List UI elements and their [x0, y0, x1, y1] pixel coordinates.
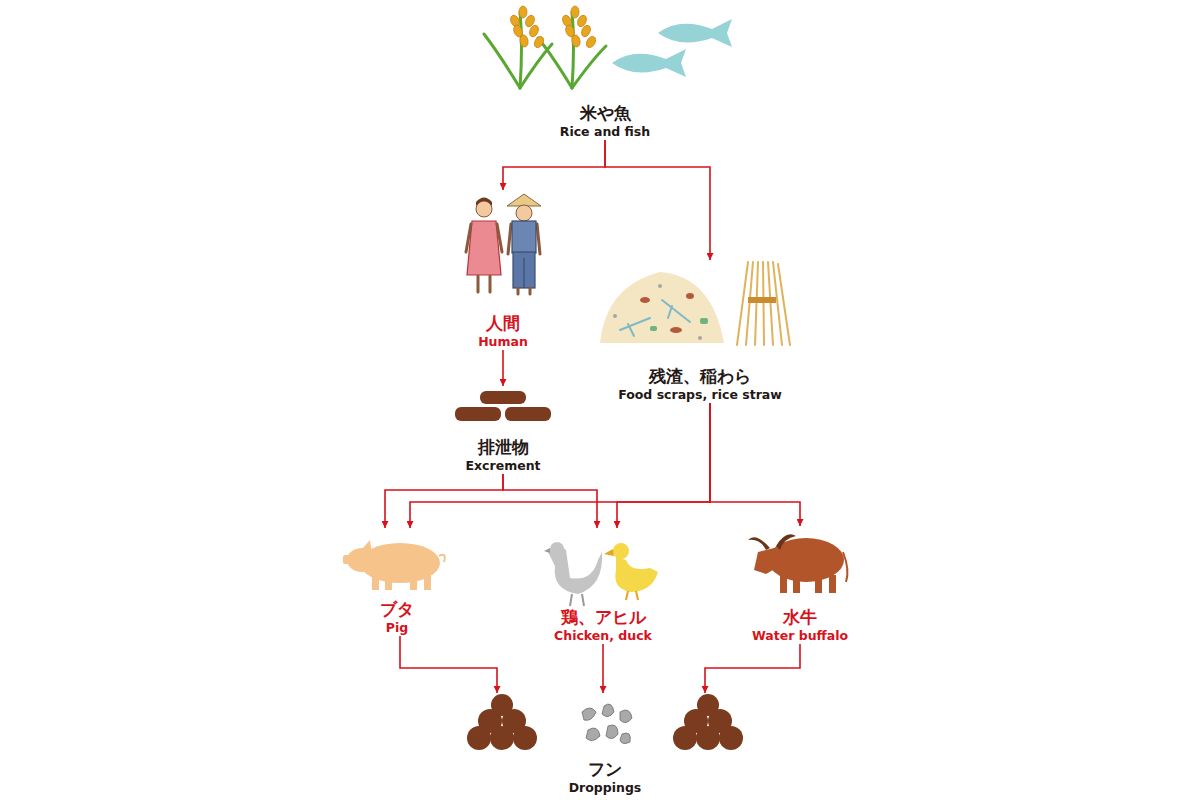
flow-arrow [705, 644, 800, 693]
droppings-illustration [467, 694, 743, 750]
japanese-label: フン [455, 758, 755, 780]
japanese-label: 排泄物 [443, 436, 563, 458]
food-source-node: 米や魚Rice and fish [530, 4, 680, 140]
english-label: Excrement [443, 458, 563, 474]
english-label: Pig [337, 620, 457, 636]
english-label: Human [448, 334, 558, 350]
japanese-label: 米や魚 [530, 102, 680, 124]
excrement-illustration [455, 391, 551, 421]
node-label: 水牛Water buffalo [735, 606, 865, 644]
poultry-node: 鶏、アヒルChicken, duck [533, 528, 673, 644]
flow-arrow [400, 636, 497, 693]
flow-arrow [602, 644, 604, 693]
excrement-node: 排泄物Excrement [443, 386, 563, 474]
flow-arrow [502, 350, 504, 386]
duck-illustration [604, 543, 658, 600]
flow-arrow [605, 140, 710, 260]
droppings-node: フンDroppings [455, 693, 755, 796]
food-scraps-illustration [600, 262, 790, 345]
japanese-label: 残渣、稲わら [595, 365, 805, 387]
english-label: Water buffalo [735, 628, 865, 644]
water-buffalo-node: 水牛Water buffalo [735, 526, 865, 644]
bird-droppings-illustration [582, 704, 632, 744]
node-label: フンDroppings [455, 758, 755, 796]
node-label: 排泄物Excrement [443, 436, 563, 474]
flow-arrow [617, 403, 710, 528]
water-buffalo-illustration [748, 534, 847, 593]
japanese-label: ブタ [337, 598, 457, 620]
japanese-label: 人間 [448, 312, 558, 334]
japanese-label: 鶏、アヒル [533, 606, 673, 628]
human-illustration [466, 194, 541, 294]
english-label: Food scraps, rice straw [595, 387, 805, 403]
node-label: 鶏、アヒルChicken, duck [533, 606, 673, 644]
flow-arrow [503, 140, 605, 190]
node-label: 人間Human [448, 312, 558, 350]
flow-arrow [410, 403, 710, 528]
node-label: 残渣、稲わらFood scraps, rice straw [595, 365, 805, 403]
human-node: 人間Human [448, 190, 558, 350]
flow-arrow [503, 474, 597, 528]
rice-illustration [484, 6, 606, 88]
node-label: 米や魚Rice and fish [530, 102, 680, 140]
fish-illustration [612, 19, 732, 77]
english-label: Rice and fish [530, 124, 680, 140]
flow-arrow [710, 403, 800, 526]
english-label: Chicken, duck [533, 628, 673, 644]
food-scraps-node: 残渣、稲わらFood scraps, rice straw [595, 260, 805, 403]
chicken-illustration [544, 542, 602, 606]
pig-illustration [343, 540, 445, 590]
pig-node: ブタPig [337, 528, 457, 636]
japanese-label: 水牛 [735, 606, 865, 628]
flow-arrow [385, 474, 503, 528]
english-label: Droppings [455, 780, 755, 796]
node-label: ブタPig [337, 598, 457, 636]
